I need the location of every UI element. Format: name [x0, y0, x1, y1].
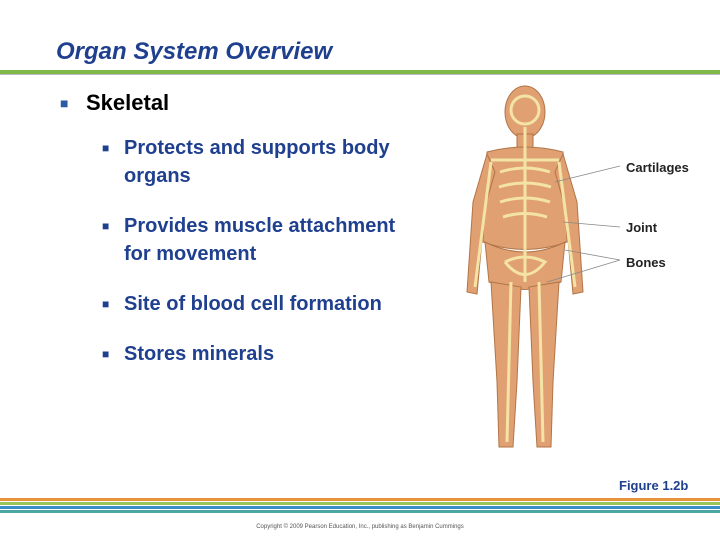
- label-cartilages: Cartilages: [626, 160, 689, 175]
- copyright-notice: Copyright © 2009 Pearson Education, Inc.…: [256, 524, 464, 530]
- figure-caption: Figure 1.2b: [619, 478, 689, 493]
- slide-title: Organ System Overview: [56, 38, 333, 65]
- label-bones: Bones: [626, 255, 666, 270]
- skeletal-system-illustration: [466, 85, 621, 448]
- square-bullet-icon: ■: [60, 95, 69, 111]
- square-bullet-icon: ■: [102, 219, 110, 233]
- sub-bullet: ■ Provides muscle attachment for movemen…: [102, 212, 430, 268]
- label-joint: Joint: [626, 220, 658, 235]
- square-bullet-icon: ■: [102, 347, 110, 361]
- skeleton-overlay: [473, 94, 577, 443]
- footer-stripe-green: [0, 502, 720, 505]
- square-bullet-icon: ■: [102, 141, 110, 155]
- sub-bullet-text: Site of blood cell formation: [124, 293, 382, 315]
- sub-bullet: ■ Protects and supports body organs: [102, 134, 430, 190]
- footer-stripe-teal: [0, 510, 720, 513]
- sub-bullet-text: Stores minerals: [124, 343, 275, 365]
- square-bullet-icon: ■: [102, 297, 110, 311]
- footer-stripe-orange: [0, 498, 720, 501]
- sub-bullet: ■ Stores minerals: [102, 340, 430, 368]
- label-leader-lines: [546, 165, 621, 283]
- bullet-list: ■ Skeletal ■ Protects and supports body …: [60, 90, 430, 390]
- sub-bullet: ■ Site of blood cell formation: [102, 290, 430, 318]
- footer-stripe-blue: [0, 506, 720, 509]
- title-divider-green: [0, 70, 720, 74]
- main-bullet-text: Skeletal: [86, 90, 170, 115]
- sub-bullet-text: Provides muscle attachment for movement: [124, 215, 396, 265]
- sub-bullet-text: Protects and supports body organs: [124, 137, 390, 187]
- title-divider-gray: [0, 74, 720, 75]
- main-bullet: ■ Skeletal: [60, 90, 430, 116]
